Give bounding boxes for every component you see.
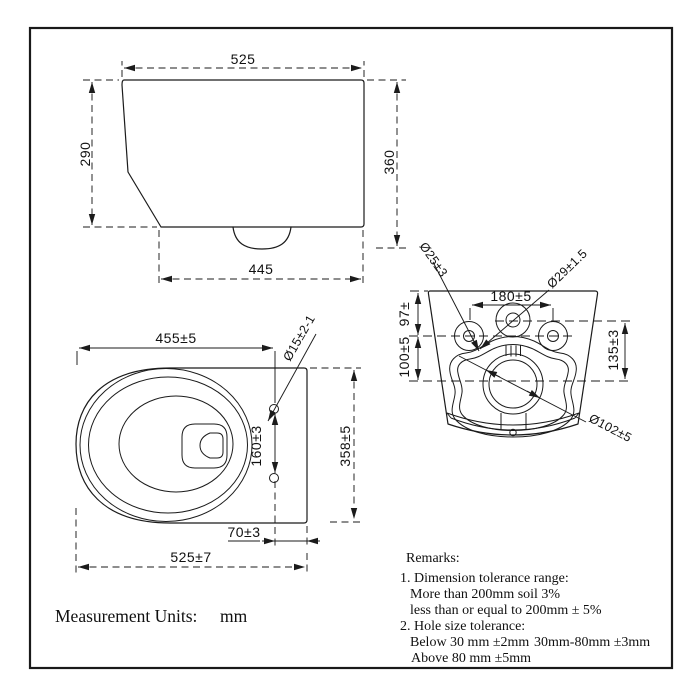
top-view-body-outline — [75, 367, 308, 524]
top-view: 455±5 Ø15±2-1 160±3 358±5 70±3 525±7 — [75, 313, 361, 573]
leader-line-left-hole — [432, 261, 480, 352]
dim-label-outlet-diameter: Ø102±5 — [587, 411, 634, 445]
dim-label-fixing-hole-diameter: Ø15±2-1 — [280, 313, 317, 364]
top-view-bowl-rim — [118, 395, 234, 493]
back-view-tank-outline — [427, 290, 599, 436]
back-view-trapway-inner — [457, 343, 569, 432]
leader-line-inlet-hole — [479, 289, 550, 350]
back-view-drain-pin — [509, 428, 517, 437]
top-view-seat-outer — [79, 368, 253, 522]
dim-label-hole-spacing: 180±5 — [490, 288, 531, 304]
dim-label-inlet-to-outlet: 135±3 — [605, 329, 621, 370]
page-border — [28, 26, 674, 670]
remarks-block: Remarks: 1. Dimension tolerance range: M… — [400, 551, 650, 666]
dim-label-body-depth: 358±5 — [337, 425, 353, 466]
side-view: 525 290 360 445 — [77, 51, 406, 285]
leader-line-hole-diameter — [267, 333, 317, 422]
back-view: 180±5 97± 100±5 135±3 Ø25±3 Ø29±1.5 Ø102… — [396, 240, 634, 445]
dim-label-seat-width: 455±5 — [155, 330, 196, 346]
top-view-seat-inner — [88, 376, 248, 514]
dim-label-side-top-width: 525 — [231, 51, 256, 67]
dim-label-fixing-hole-spacing: 160±3 — [248, 425, 264, 466]
side-view-body-outline — [121, 79, 365, 228]
dim-label-holes-to-outlet: 100±5 — [396, 336, 412, 377]
dim-label-top-to-holes: 97± — [396, 302, 412, 327]
units-value: mm — [220, 606, 248, 626]
back-view-outlet-outer — [482, 353, 544, 415]
dim-label-inlet-hole-diameter: Ø29±1.5 — [544, 246, 590, 291]
remarks-item1-line1: More than 200mm soil 3% — [410, 587, 560, 602]
dim-label-side-right-height: 360 — [381, 150, 397, 175]
dim-label-total-length: 525±7 — [170, 549, 211, 565]
dim-label-side-bottom-width: 445 — [249, 261, 274, 277]
dim-label-left-hole-diameter: Ø25±3 — [417, 240, 451, 280]
remarks-item2-line1b: 30mm-80mm ±3mm — [534, 635, 650, 650]
leader-line-outlet — [458, 355, 587, 423]
units-label: Measurement Units: — [55, 606, 197, 626]
top-view-drain-inner — [199, 432, 224, 459]
remarks-item2-line2: Above 80 mm ±5mm — [411, 651, 531, 666]
back-view-rim-slot — [446, 412, 580, 431]
back-view-grille — [505, 345, 521, 357]
footer: Measurement Units: mm — [55, 606, 248, 626]
top-view-fixing-hole-lower — [269, 473, 279, 483]
top-view-fixing-hole-upper — [269, 404, 279, 414]
remarks-title: Remarks: — [406, 551, 460, 566]
remarks-item2: 2. Hole size tolerance: — [400, 619, 525, 634]
side-view-outlet-bump — [232, 226, 292, 250]
top-view-drain-outer — [181, 423, 228, 469]
remarks-item1: 1. Dimension tolerance range: — [400, 571, 569, 586]
remarks-item2-line1a: Below 30 mm ±2mm — [410, 635, 529, 650]
back-view-trapway-outer — [449, 335, 577, 438]
dim-label-hole-to-wall: 70±3 — [227, 524, 260, 540]
remarks-item1-line2: less than or equal to 200mm ± 5% — [410, 603, 602, 618]
back-view-inlet-hole — [495, 302, 531, 338]
back-view-outlet-inner — [488, 359, 538, 409]
dim-label-side-left-height: 290 — [77, 142, 93, 167]
